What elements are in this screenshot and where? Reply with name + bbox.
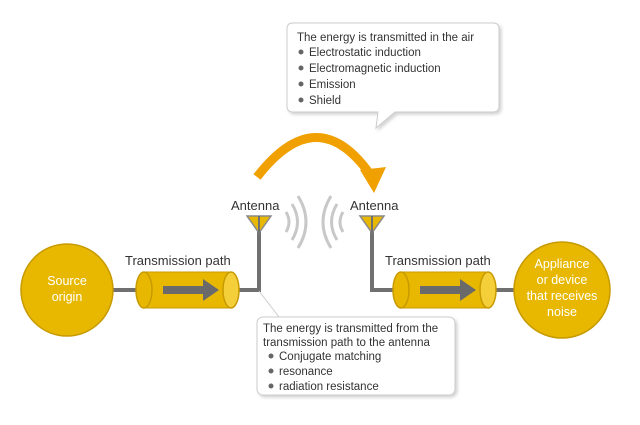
- receiver-label: Appliance: [535, 257, 590, 271]
- air-callout-item: Electromagnetic induction: [309, 63, 441, 75]
- bullet-icon: [298, 97, 304, 103]
- right-path-label: Transmission path: [385, 253, 491, 268]
- air-callout-item: Shield: [309, 95, 341, 107]
- receiver-node: Appliance or device that receives noise: [513, 241, 611, 339]
- path-callout-box: [256, 316, 456, 396]
- path-callout: The energy is transmitted from the trans…: [256, 316, 456, 396]
- left-antenna: Antenna: [231, 198, 280, 235]
- bullet-icon: [298, 65, 304, 71]
- path-callout-list: Conjugate matching resonance radiation r…: [268, 351, 381, 393]
- path-callout-item: Conjugate matching: [279, 351, 381, 363]
- air-callout: The energy is transmitted in the air Ele…: [286, 22, 500, 130]
- path-callout-item: resonance: [279, 366, 333, 378]
- receiver-label: that receives: [527, 289, 598, 303]
- path-callout-item: radiation resistance: [279, 381, 379, 393]
- connector-lines: [112, 230, 516, 292]
- right-antenna-label: Antenna: [350, 198, 399, 213]
- antenna-icon: [358, 215, 386, 235]
- air-callout-item: Emission: [309, 79, 356, 91]
- air-callout-item: Electrostatic induction: [309, 47, 421, 59]
- source-label: origin: [52, 290, 83, 304]
- bullet-icon: [298, 81, 304, 87]
- air-callout-list: Electrostatic induction Electromagnetic …: [298, 47, 441, 107]
- antenna-icon: [245, 215, 273, 235]
- bullet-icon: [298, 49, 304, 55]
- curved-arrow-icon: [253, 133, 386, 193]
- arrow-right-icon: [163, 279, 219, 301]
- air-callout-title: The energy is transmitted in the air: [297, 32, 474, 44]
- source-node: Source origin: [20, 243, 114, 337]
- radio-waves-icon: [284, 195, 345, 249]
- air-callout-box: [286, 22, 500, 130]
- source-label: Source: [47, 274, 87, 288]
- bullet-icon: [268, 383, 274, 389]
- path-callout-title: transmission path to the antenna: [263, 337, 430, 349]
- right-transmission-path: Transmission path: [385, 253, 497, 309]
- bullet-icon: [268, 368, 274, 374]
- left-antenna-label: Antenna: [231, 198, 280, 213]
- receiver-label: noise: [547, 305, 577, 319]
- arrow-right-icon: [420, 279, 476, 301]
- right-antenna: Antenna: [350, 198, 399, 235]
- path-callout-title: The energy is transmitted from the: [263, 323, 438, 335]
- left-path-label: Transmission path: [125, 253, 231, 268]
- left-transmission-path: Transmission path: [125, 253, 240, 309]
- bullet-icon: [268, 353, 274, 359]
- path-callout-pointer: [258, 290, 280, 318]
- receiver-label: or device: [537, 273, 588, 287]
